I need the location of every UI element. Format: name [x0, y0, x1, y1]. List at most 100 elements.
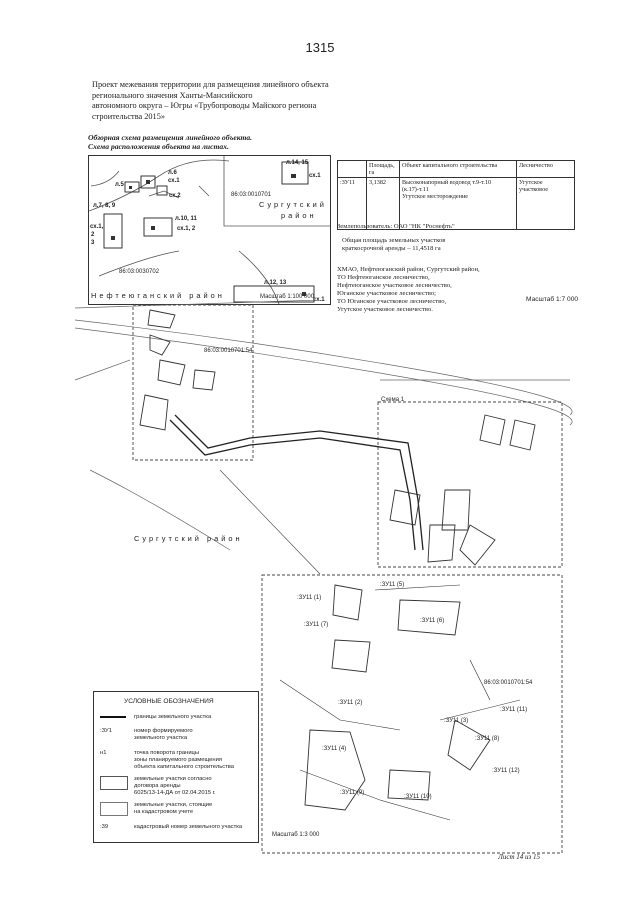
parcel-label: :ЗУ11 (7) [304, 622, 329, 628]
table-row: :ЗУ11 3,1382 Высоконапорный водовод т.9-… [337, 177, 575, 230]
cadastral-number: 86:03:0010701 [231, 192, 272, 198]
sheet-label: сх.1, [90, 224, 104, 230]
object-line: Высоконапорный водовод т.9-т.10 [402, 179, 492, 186]
main-scale: Масштаб 1:7 000 [526, 296, 579, 303]
parcel-label: :ЗУ11 (1) [297, 595, 322, 601]
sheet-footer: Лист 14 из 15 [498, 853, 540, 861]
legend-text: земельные участки согласно договора арен… [134, 776, 254, 797]
parcel-label: :ЗУ11 (5) [380, 582, 405, 588]
registered-parcel-icon [100, 802, 128, 816]
legend-text: кадастровый номер земельного участка [134, 824, 243, 830]
location-line: ТО Нефтеюганское лесничество, [337, 274, 430, 281]
legend-line: договора аренды [134, 783, 181, 789]
parcel-label: :ЗУ11 (12) [492, 768, 520, 774]
detail-scale: Масштаб 1:3 000 [272, 832, 320, 838]
legend-line: номер формируемого [134, 728, 193, 734]
sheet-label: сх.1, 2 [177, 226, 196, 232]
sheet-label: л.6 [168, 170, 177, 176]
location-line: ХМАО, Нефтеюганский район, Сургутский ра… [337, 266, 480, 273]
legend-line: зоны планируемого размещения [134, 757, 222, 763]
legend-symbol: н1 [100, 750, 107, 756]
table-header: Площадь, га [366, 160, 400, 178]
legend-symbol: :ЗУ1 [100, 728, 112, 734]
area-line: Общая площадь земельных участков [342, 237, 446, 244]
location-line: Нефтеюганское участковое лесничество, [337, 282, 452, 289]
region-label: Нефтеюганский район [91, 291, 225, 300]
parcel-label: :ЗУ11 (10) [404, 794, 432, 800]
sheet-label: сх.2 [169, 193, 181, 199]
location-line: Угутское участковое лесничество. [337, 306, 433, 313]
parcel-label: :ЗУ11 (3) [444, 718, 469, 724]
region-label: район [281, 211, 317, 220]
subtitle-line: Схема расположения объекта на листах. [88, 142, 229, 152]
location-line: ТО Юганское участковое лесничество, [337, 298, 447, 305]
legend-title: УСЛОВНЫЕ ОБОЗНАЧЕНИЯ [124, 698, 214, 705]
object-line: Угутское месторождение [402, 193, 468, 200]
parcel-label: :ЗУ11 (2) [338, 700, 363, 706]
location-line: Юганское участковое лесничество; [337, 290, 436, 297]
overview-map: л.6 сх.1 л.5 сх.2 л.7, 8, 9 сх.1, 2 3 л.… [88, 155, 331, 305]
parcel-object: Высоконапорный водовод т.9-т.10 (к.17)-т… [399, 177, 517, 230]
detail-cadastral: 86:03:0010701:54 [484, 680, 533, 686]
region-label: Сургутский [259, 200, 327, 209]
subtitle-line: Обзорная схема размещения линейного объе… [88, 133, 253, 142]
table-header: Объект капитального строительства [399, 160, 517, 178]
parcel-table: Площадь, га Объект капитального строител… [337, 160, 575, 230]
boundary-line-icon [100, 716, 126, 718]
parcel-label: :ЗУ11 (4) [322, 746, 347, 752]
forestry-line: Угутское [519, 179, 543, 186]
title-line: автономного округа – Югры «Трубопроводы … [92, 101, 317, 111]
parcel-id: :ЗУ11 [337, 177, 367, 230]
total-area: Общая площадь земельных участков краткос… [342, 237, 445, 253]
scheme-subtitle: Обзорная схема размещения линейного объе… [88, 133, 252, 152]
legend-line: объекта капитального строительства [134, 764, 235, 770]
legend-line: земельные участки согласно [134, 776, 212, 782]
table-header: Лесничество [516, 160, 575, 178]
legend-line: земельного участка [134, 735, 188, 741]
sheet-label: сх.1 [309, 173, 321, 179]
page-number: 1315 [305, 40, 335, 55]
cadastral-number: 86:03:0030702 [119, 269, 160, 275]
document-title: Проект межевания территории для размещен… [92, 80, 362, 122]
lease-area-icon [100, 776, 128, 790]
overview-scale: Масштаб 1:100 000 [260, 294, 315, 300]
title-line: Проект межевания территории для размещен… [92, 80, 329, 89]
scheme-label: Схема 1 [381, 397, 405, 403]
parcel-label: :ЗУ11 (9) [340, 790, 365, 796]
sheet-label: л.14, 15 [286, 160, 309, 166]
main-map [74, 300, 573, 854]
legend-line: точка поворота границы [134, 750, 200, 756]
map-region: Сургутский район [134, 534, 243, 543]
map-cadastral: 86:03:0010701:54 [204, 348, 253, 354]
legend-symbol: :39 [100, 824, 109, 830]
sheet-label: л.10, 11 [175, 216, 197, 222]
sheet-label: сх.1 [168, 178, 180, 184]
legend: УСЛОВНЫЕ ОБОЗНАЧЕНИЯ границы земельного … [93, 691, 259, 843]
parcel-area: 3,1382 [366, 177, 400, 230]
area-line: краткосрочной аренды – 11,4518 га [342, 245, 441, 252]
sheet-label: 3 [91, 240, 95, 246]
parcel-label: :ЗУ11 (6) [420, 618, 445, 624]
parcel-forestry: Угутское участковое [516, 177, 575, 230]
title-line: строительства 2015» [92, 111, 165, 121]
sheet-label: л.7, 8, 9 [93, 203, 116, 209]
legend-text: границы земельного участка [134, 714, 212, 720]
forestry-line: участковое [519, 186, 548, 193]
parcel-label: :ЗУ11 (8) [475, 736, 500, 742]
legend-text: земельные участки, стоящие на кадастрово… [134, 802, 254, 816]
sheet-label: 2 [91, 232, 95, 238]
sheet-label: л.5 [115, 182, 124, 188]
sheet-label: л.12, 13 [264, 280, 287, 286]
legend-line: земельные участки, стоящие [134, 802, 213, 808]
object-line: (к.17)-т.11 [402, 186, 429, 193]
table-header [337, 160, 367, 178]
legend-text: точка поворота границы зоны планируемого… [134, 750, 254, 771]
location-description: ХМАО, Нефтеюганский район, Сургутский ра… [337, 266, 480, 314]
legend-text: номер формируемого земельного участка [134, 728, 254, 742]
legend-line: 6025/13-14-ДА от 02.04.2015 г. [134, 790, 216, 796]
parcel-label: :ЗУ11 (11) [500, 707, 528, 713]
title-line: регионального значения Ханты-Мансийского [92, 90, 253, 100]
legend-line: на кадастровом учете [134, 809, 194, 815]
land-user: Землепользователь: ОАО "НК "Роснефть" [337, 223, 455, 230]
overview-map-drawing [89, 156, 330, 304]
